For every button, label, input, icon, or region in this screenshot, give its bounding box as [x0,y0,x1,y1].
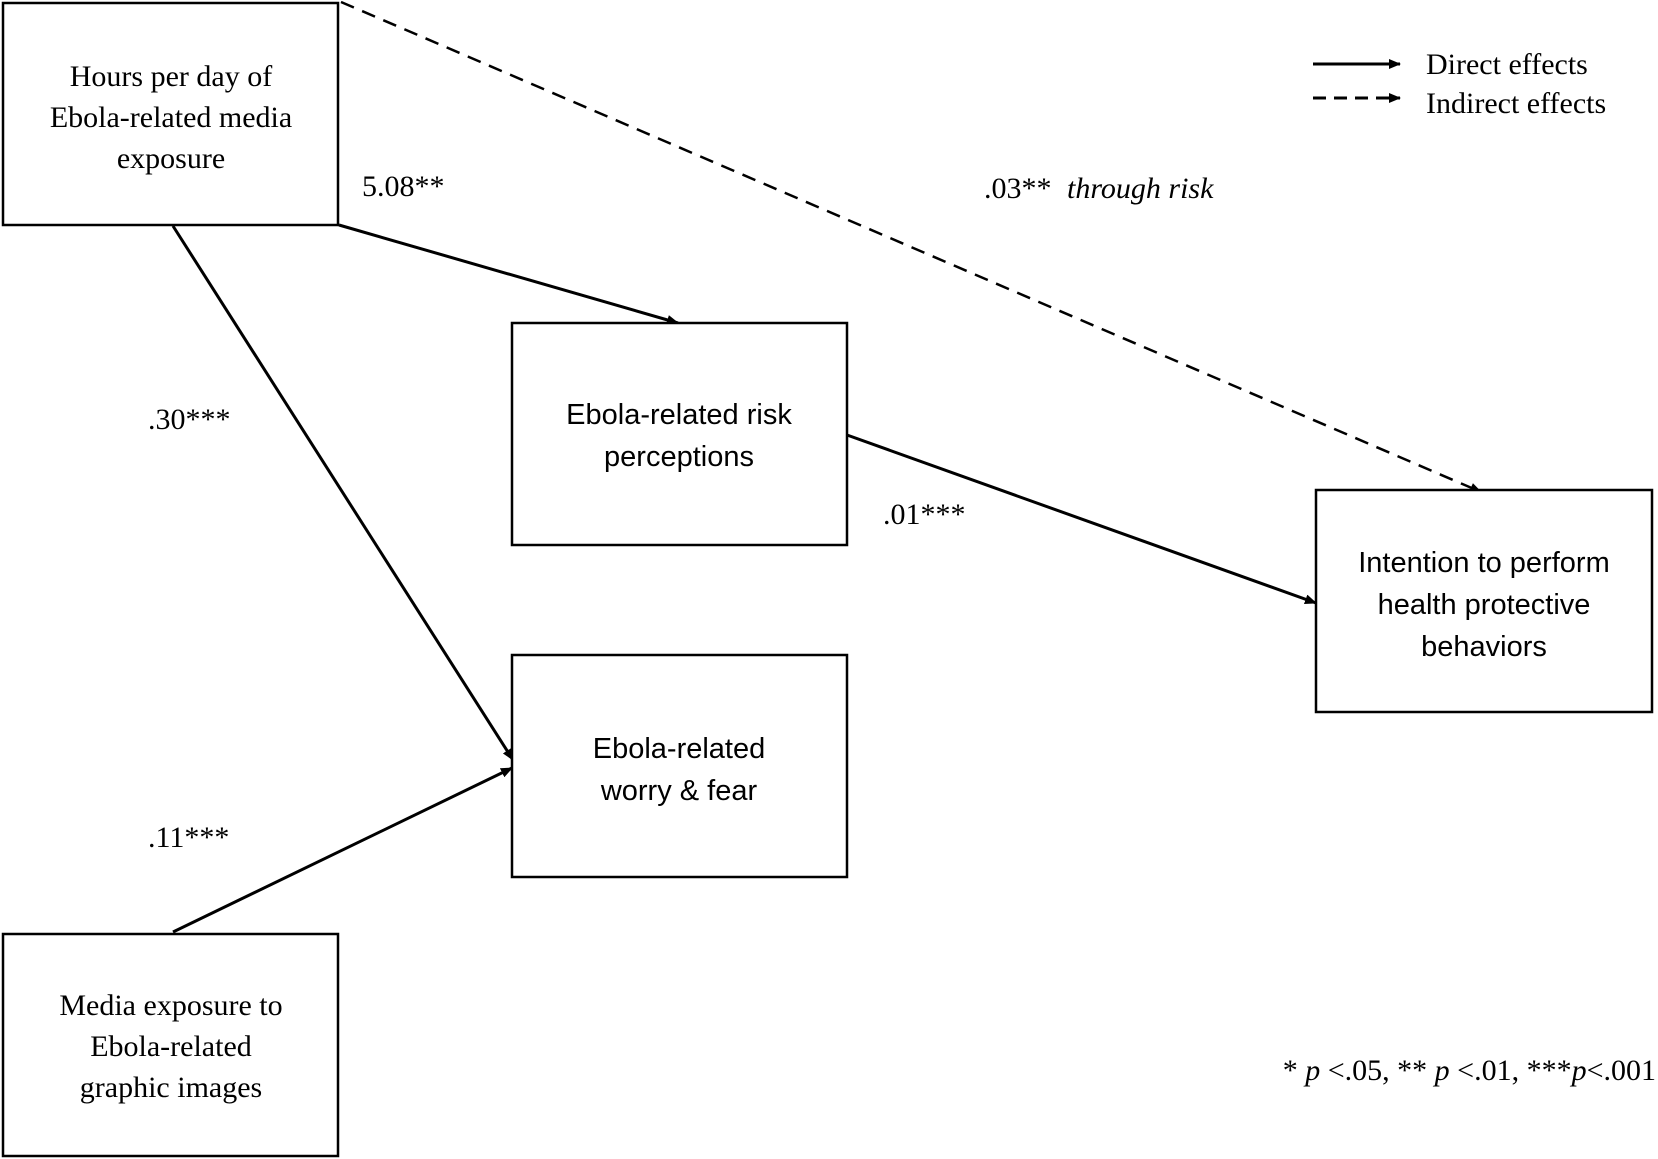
note-p-1: p [1303,1054,1320,1087]
legend-indirect-label: Indirect effects [1426,87,1606,120]
node-images-line-2: Ebola-related [90,1030,252,1063]
coef-hours-to-risk: 5.08** [362,170,445,203]
path-images-to-worry [172,766,513,934]
node-media-hours-line-1: Hours per day of [70,60,272,93]
node-intention-line-2: health protective [1378,589,1591,621]
path-risk-to-intention [846,433,1317,605]
coef-indirect: .03** through risk [984,172,1214,205]
node-worry-line-2: worry & fear [600,775,758,807]
note-part-3: <.01, *** [1450,1054,1572,1087]
node-intention: Intention to perform health protective b… [1314,488,1654,714]
node-graphic-images: Media exposure to Ebola-related graphic … [1,932,340,1158]
note-part-4: <.001 [1587,1054,1656,1087]
node-risk-perceptions: Ebola-related risk perceptions [510,321,849,547]
note-part-1: * [1283,1054,1306,1087]
node-images-line-1: Media exposure to [59,989,282,1022]
node-worry-fear: Ebola-related worry & fear [510,653,849,879]
note-p-3: p [1570,1054,1587,1087]
coef-risk-to-intention: .01*** [883,498,966,531]
node-intention-line-1: Intention to perform [1358,547,1609,579]
path-hours-to-worry [171,225,515,761]
note-p-2: p [1433,1054,1450,1087]
node-images-line-3: graphic images [80,1071,262,1104]
note-part-2: <.05, ** [1320,1054,1434,1087]
legend: Direct effects Indirect effects [1313,48,1606,120]
node-media-hours-line-3: exposure [117,142,225,175]
node-media-hours-line-2: Ebola-related media [50,101,292,134]
coef-indirect-value: .03** [984,172,1052,205]
node-intention-line-3: behaviors [1421,631,1547,663]
coef-indirect-suffix: through risk [1067,172,1214,205]
node-media-hours: Hours per day of Ebola-related media exp… [1,1,340,227]
coef-hours-to-worry: .30*** [148,403,231,436]
node-risk-line-1: Ebola-related risk [566,399,792,431]
legend-direct-label: Direct effects [1426,48,1588,81]
path-hours-to-risk [338,223,679,325]
node-risk-line-2: perceptions [604,441,754,473]
coef-images-to-worry: .11*** [148,821,229,854]
significance-note: * p <.05, ** p <.01, ***p<.001 [1283,1054,1656,1087]
node-worry-line-1: Ebola-related [593,733,766,765]
